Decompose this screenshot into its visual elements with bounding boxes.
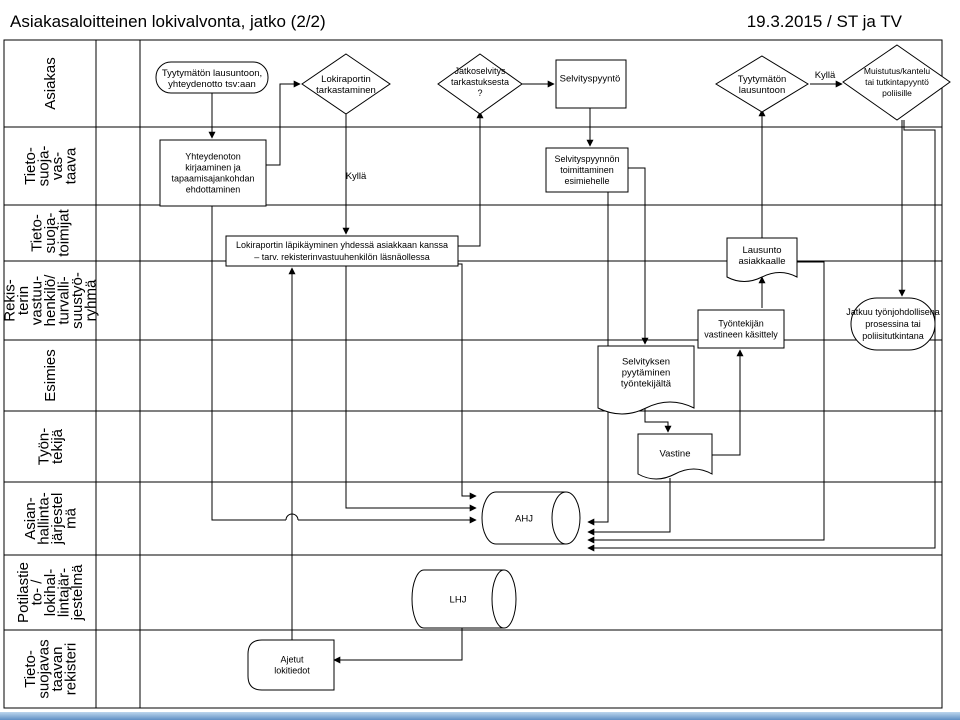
page-title: Asiakasaloitteinen lokivalvonta, jatko (… [10,12,326,31]
lane-label: Asian-hallinta-järjestelmä [22,492,80,545]
lane-grid [3,39,943,709]
lane-label: Tieto-suoja-vas-taava [22,146,80,187]
document-statement [726,237,798,282]
lane-labels: AsiakasTieto-suoja-vas-taavaTieto-suoja-… [2,57,100,698]
decision-further-inquiry [437,53,523,115]
node-labels: Tyytymätön lausuntoon,yhteydenotto tsv:a… [162,66,940,676]
connector [458,111,484,247]
edge-label-yes: Kyllä [815,70,836,81]
node-label-vastine: Vastine [660,448,691,459]
lane-label: Esimies [42,349,59,402]
process-inquiry-request [555,59,627,109]
stored-data-log [247,639,335,691]
lane-label: Asiakas [42,57,59,110]
decision-complaint [842,44,951,121]
node-label-lhj: LHJ [450,594,467,605]
connector [211,206,286,521]
lane-label: Rekis-terinvastuu-henkilö/turvalli-suust… [2,272,100,329]
node-label-ahj: AHJ [515,513,533,524]
process-record-contact [159,139,267,207]
lane-label: Tieto-suojavastaavanrekisteri [22,639,80,698]
edge-label-yes: Kyllä [346,171,367,182]
end-terminator-continues [850,297,936,351]
decision-dissatisfied [715,55,809,113]
node-label-tyytymaton1: Tyytymätön lausuntoon,yhteydenotto tsv:a… [162,68,262,90]
lane-label: Työn-tekijä [35,428,66,466]
connector [587,120,936,552]
node-label-selvityspyynto: Selvityspyyntö [560,73,621,84]
document-request-employee [597,345,695,415]
date-authors: 19.3.2015 / ST ja TV [746,12,902,31]
lane-label: Potilastieto- /lokihal-lintajär-jestelmä [15,562,86,623]
bottom-accent-bar [0,712,960,720]
process-handle-response [697,309,785,349]
connector [458,263,477,500]
connector [587,192,609,526]
node-label-lokiraportin-lapi: Lokiraportin läpikäyminen yhdessä asiakk… [236,240,448,262]
decision-log-review [301,53,391,115]
process-deliver-request [545,147,629,193]
connector [587,478,671,536]
connector [712,349,744,456]
process-review-log-report [225,235,459,267]
connector [266,80,301,166]
connector [628,167,649,345]
database-lhj-edge [491,569,505,629]
document-response [637,433,713,480]
connector [345,258,477,512]
connector [587,261,825,544]
start-terminator-dissatisfied [155,61,269,94]
shapes [155,44,951,691]
connector [250,267,296,667]
lane-label: Tieto-suoja-toimijat [29,208,73,256]
database-ahj-edge [551,491,567,545]
connector [644,408,672,433]
